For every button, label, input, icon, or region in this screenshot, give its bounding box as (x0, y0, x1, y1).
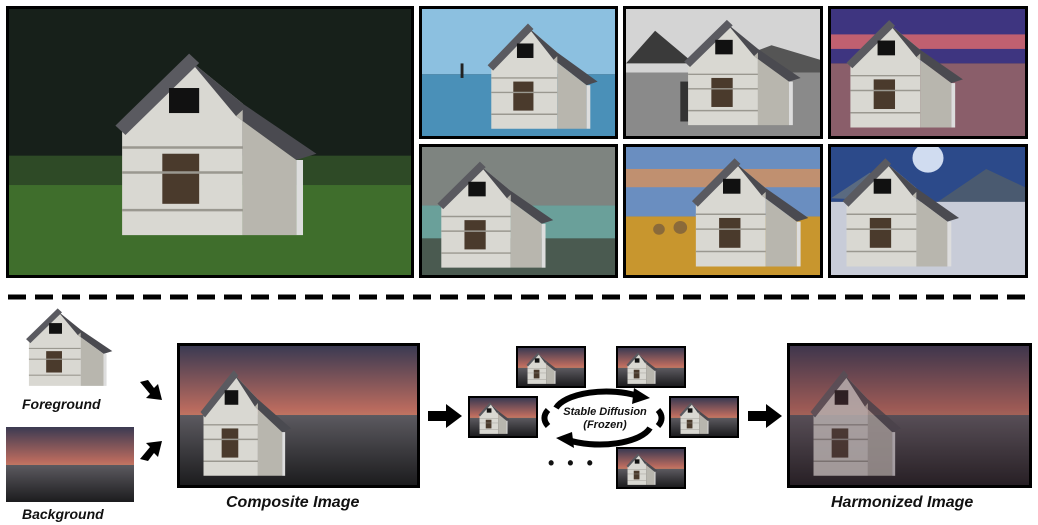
example-coast-storm (419, 144, 618, 278)
example-wheat-field (623, 144, 823, 278)
diffusion-ellipsis: • • • (548, 453, 597, 473)
arrow-bg-to-composite (140, 441, 162, 461)
diffusion-cycle-arrows (541, 388, 665, 448)
diffusion-step-thumb-4 (669, 396, 739, 438)
section-divider (8, 294, 1030, 300)
diffusion-step-thumb-1 (516, 346, 586, 388)
composite-caption: Composite Image (226, 494, 360, 511)
arrow-fg-to-composite (140, 380, 162, 400)
composite-image (177, 343, 420, 488)
reference-photo-main (6, 6, 414, 278)
example-seaside (419, 6, 618, 139)
foreground-caption: Foreground (22, 396, 101, 412)
arrow-diffusion-to-harmonized (748, 404, 782, 428)
diffusion-step-thumb-2 (616, 346, 686, 388)
harmonized-image (787, 343, 1032, 488)
stable-diffusion-label: Stable Diffusion (Frozen) (548, 406, 662, 432)
diffusion-step-thumb-3 (468, 396, 538, 438)
example-snow-mountain (828, 144, 1028, 278)
example-dusk-beach (828, 6, 1028, 139)
arrow-composite-to-diffusion (428, 404, 462, 428)
foreground-image (18, 305, 133, 390)
harmonized-caption: Harmonized Image (831, 494, 974, 511)
background-caption: Background (22, 506, 104, 522)
diffusion-step-thumb-5 (616, 447, 686, 489)
stable-diffusion-frozen: (Frozen) (583, 419, 627, 431)
stable-diffusion-title: Stable Diffusion (563, 406, 647, 418)
example-lake-bw (623, 6, 823, 139)
background-image (6, 427, 134, 502)
